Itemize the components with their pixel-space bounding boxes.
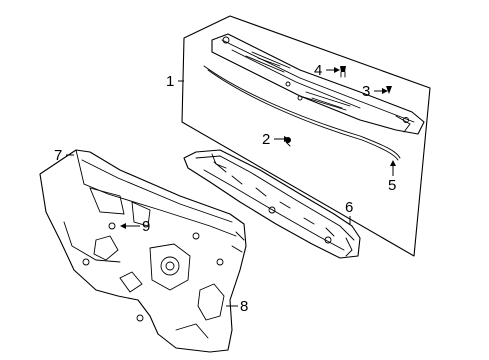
callout-2: 2	[262, 131, 290, 148]
cowl-reinforcement	[183, 149, 361, 259]
cowl-reinforcement-group	[183, 149, 361, 259]
callout-label-6: 6	[345, 199, 353, 216]
callout-label-3: 3	[362, 83, 370, 100]
cowl-top-panel-group	[181, 15, 431, 257]
callout-label-4: 4	[314, 62, 322, 79]
callout-9: 9	[120, 218, 150, 235]
clip-icon	[340, 66, 346, 78]
callout-label-1: 1	[166, 73, 174, 90]
callout-label-9: 9	[142, 218, 150, 235]
callout-8: 8	[226, 298, 248, 315]
screw-icon	[386, 86, 392, 94]
cowl-vent-grille	[211, 33, 425, 135]
callout-label-7: 7	[54, 147, 62, 164]
callout-1: 1	[166, 73, 184, 90]
dash-panel	[39, 149, 247, 353]
callout-3: 3	[362, 83, 388, 100]
callout-4: 4	[314, 62, 340, 79]
dash-panel-group	[39, 149, 247, 353]
cowl-panel-outline	[181, 15, 431, 257]
weatherstrip-seal	[203, 65, 401, 159]
callout-label-8: 8	[240, 298, 248, 315]
callout-7: 7	[54, 147, 74, 164]
callout-6: 6	[345, 199, 353, 224]
callout-label-5: 5	[388, 177, 396, 194]
callout-label-2: 2	[262, 131, 270, 148]
callout-5: 5	[388, 160, 396, 194]
